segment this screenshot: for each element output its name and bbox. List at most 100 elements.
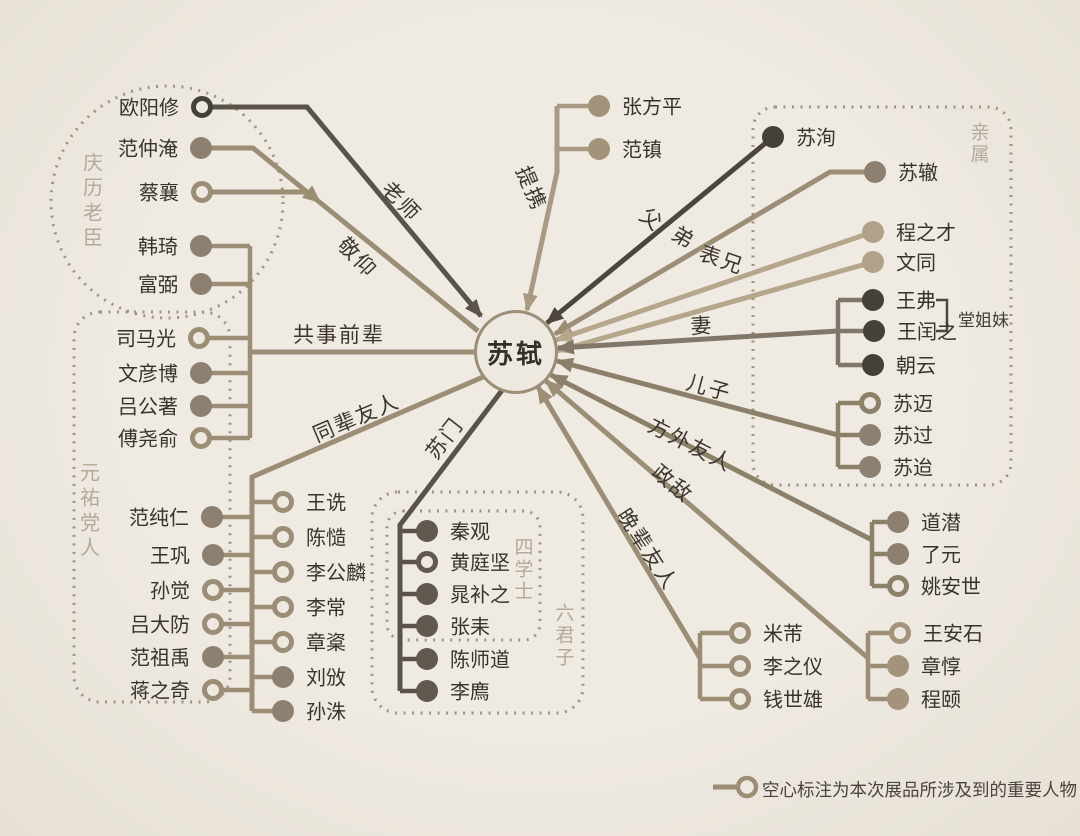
person-dot <box>729 688 751 710</box>
person-dot <box>188 327 210 349</box>
person-dot <box>202 679 224 701</box>
person-dot <box>588 138 610 160</box>
person-name: 吕大防 <box>130 614 190 637</box>
person-name: 苏辙 <box>898 162 938 185</box>
person-name: 韩琦 <box>138 236 178 259</box>
border-sixueshi <box>385 509 542 642</box>
person-node-lv-gongzhu: 吕公著 <box>118 395 212 418</box>
person-dot <box>190 235 212 257</box>
person-dot <box>862 221 884 243</box>
person-node-wang-gong: 王巩 <box>150 544 224 567</box>
person-dot <box>762 126 784 148</box>
person-node-su-dai: 苏迨 <box>859 456 933 479</box>
person-node-su-xun: 苏洵 <box>762 126 836 149</box>
person-node-fu-bi: 富弼 <box>138 273 212 296</box>
line-sumen <box>397 387 505 691</box>
person-dot <box>202 613 224 635</box>
person-dot <box>416 648 438 670</box>
person-name: 范纯仁 <box>129 507 189 530</box>
person-node-fan-zhen: 范镇 <box>588 138 662 161</box>
person-node-lv-dafang: 吕大防 <box>130 613 224 636</box>
group-label-sixueshi: 四学士 <box>511 537 533 603</box>
person-name: 傅尧俞 <box>118 428 178 451</box>
legend-hollow-circle <box>735 775 759 799</box>
person-dot <box>190 395 212 417</box>
line-monk-friends <box>549 372 874 543</box>
person-node-fu-yaoyu: 傅尧俞 <box>118 427 212 450</box>
person-name: 李廌 <box>450 681 490 704</box>
person-node-wen-yanbo: 文彦博 <box>118 362 212 385</box>
person-dot <box>416 520 438 542</box>
person-dot <box>416 551 438 573</box>
person-name: 范仲淹 <box>118 138 178 161</box>
person-dot <box>887 688 909 710</box>
group-label-yuanyou-dangren: 元祐党人 <box>76 462 99 562</box>
cousin-sisters-label: 堂姐妹 <box>958 311 1009 330</box>
group-label-qingli-laochen: 庆历老臣 <box>79 152 102 252</box>
person-name: 了元 <box>921 544 961 567</box>
person-node-qian-shixiong: 钱世雄 <box>729 688 823 711</box>
person-dot <box>729 622 751 644</box>
relation-label-wife: 妻 <box>689 313 715 339</box>
person-name: 章惇 <box>921 656 961 679</box>
person-name: 晁补之 <box>450 584 510 607</box>
person-name: 富弼 <box>138 274 178 297</box>
person-name: 程颐 <box>921 689 961 712</box>
line-cousin-2 <box>555 259 874 354</box>
person-dot <box>862 289 884 311</box>
line-peer-friends <box>249 374 484 711</box>
person-dot <box>190 427 212 449</box>
line-wife <box>556 328 839 355</box>
person-node-huang-tingjian: 黄庭坚 <box>416 551 510 574</box>
person-node-wen-tong: 文同 <box>862 251 936 274</box>
person-dot <box>864 161 886 183</box>
person-dot <box>272 561 294 583</box>
person-name: 陈师道 <box>450 649 510 672</box>
person-name: 王安石 <box>923 623 983 646</box>
person-node-qin-guan: 秦观 <box>416 520 490 543</box>
center-node-sushi: 苏轼 <box>474 310 558 394</box>
person-node-dao-qian: 道潜 <box>887 511 961 534</box>
person-node-chao-buzhi: 晁补之 <box>416 583 510 606</box>
person-node-li-zhi: 李廌 <box>416 680 490 703</box>
person-dot <box>272 700 294 722</box>
person-node-chen-zao: 陈慥 <box>272 526 346 549</box>
line-admiration <box>201 145 480 333</box>
person-node-su-mai: 苏迈 <box>859 392 933 415</box>
border-qinshu <box>751 105 1013 487</box>
person-dot <box>887 543 909 565</box>
person-name: 苏迈 <box>893 393 933 416</box>
person-dot <box>416 583 438 605</box>
person-node-mi-fu: 米芾 <box>729 622 803 645</box>
person-name: 章楶 <box>306 632 346 655</box>
person-name: 司马光 <box>116 328 176 351</box>
person-node-sun-jue: 孙觉 <box>150 579 224 602</box>
person-dot <box>201 506 223 528</box>
line-junior-friends <box>535 385 703 660</box>
group-label-liujunzi: 六君子 <box>552 603 574 669</box>
person-name: 范祖禹 <box>130 647 190 670</box>
person-name: 文同 <box>896 252 936 275</box>
person-dot <box>887 511 909 533</box>
person-name: 李之仪 <box>763 656 823 679</box>
person-node-chen-shidao: 陈师道 <box>416 648 510 671</box>
person-dot <box>191 181 213 203</box>
person-dot <box>887 655 909 677</box>
person-node-cheng-zhicai: 程之才 <box>862 221 956 244</box>
border-yuanyou-dangren <box>72 310 232 704</box>
person-node-zhang-jie: 章楶 <box>272 631 346 654</box>
person-name: 蔡襄 <box>139 182 179 205</box>
line-father <box>545 135 775 325</box>
person-dot <box>272 526 294 548</box>
person-node-liao-yuan: 了元 <box>887 543 961 566</box>
line-teacher <box>202 104 483 318</box>
person-dot <box>272 666 294 688</box>
person-dot <box>202 544 224 566</box>
person-node-zhang-fangping: 张方平 <box>588 95 682 118</box>
person-node-liu-ban: 刘攽 <box>272 666 346 689</box>
person-dot <box>190 137 212 159</box>
person-dot <box>202 646 224 668</box>
person-node-yao-anshi: 姚安世 <box>887 575 981 598</box>
